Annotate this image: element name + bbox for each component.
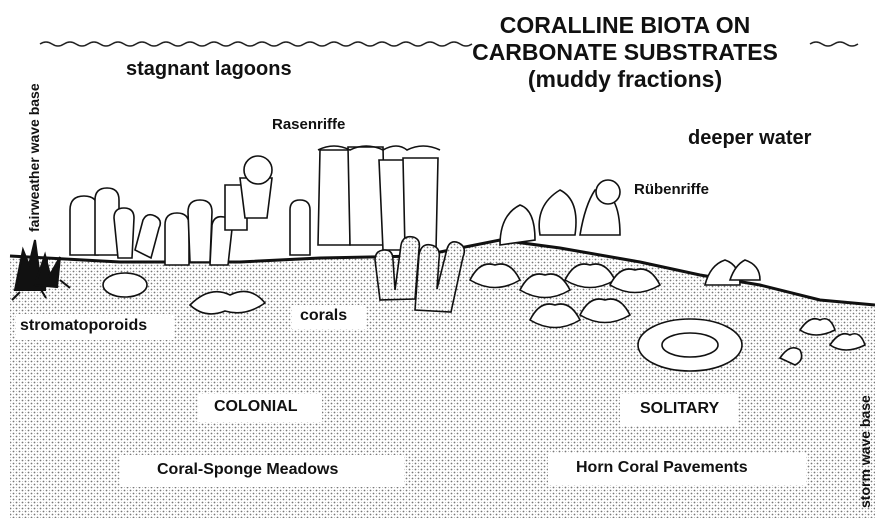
title-line-1: CORALLINE BIOTA ON [470,12,780,39]
title-line-2: CARBONATE SUBSTRATES [470,39,780,66]
label-stromatoporoids: stromatoporoids [20,317,147,335]
label-colonial: COLONIAL [214,398,298,416]
label-corals: corals [300,307,347,325]
label-rubenriffe: Rübenriffe [634,181,709,198]
label-storm-wave-base: storm wave base [857,395,873,508]
label-fairweather-wave-base: fairweather wave base [26,83,42,232]
label-horn-coral-pavements: Horn Coral Pavements [576,459,748,477]
diagram-title: CORALLINE BIOTA ON CARBONATE SUBSTRATES … [470,12,780,93]
label-deeper-water: deeper water [688,127,811,150]
label-solitary: SOLITARY [640,400,719,418]
label-coral-sponge-meadows: Coral-Sponge Meadows [157,461,338,479]
label-stagnant-lagoons: stagnant lagoons [126,58,292,81]
label-rasenriffe: Rasenriffe [272,116,345,133]
title-line-3: (muddy fractions) [470,66,780,93]
wave-line [40,42,472,46]
